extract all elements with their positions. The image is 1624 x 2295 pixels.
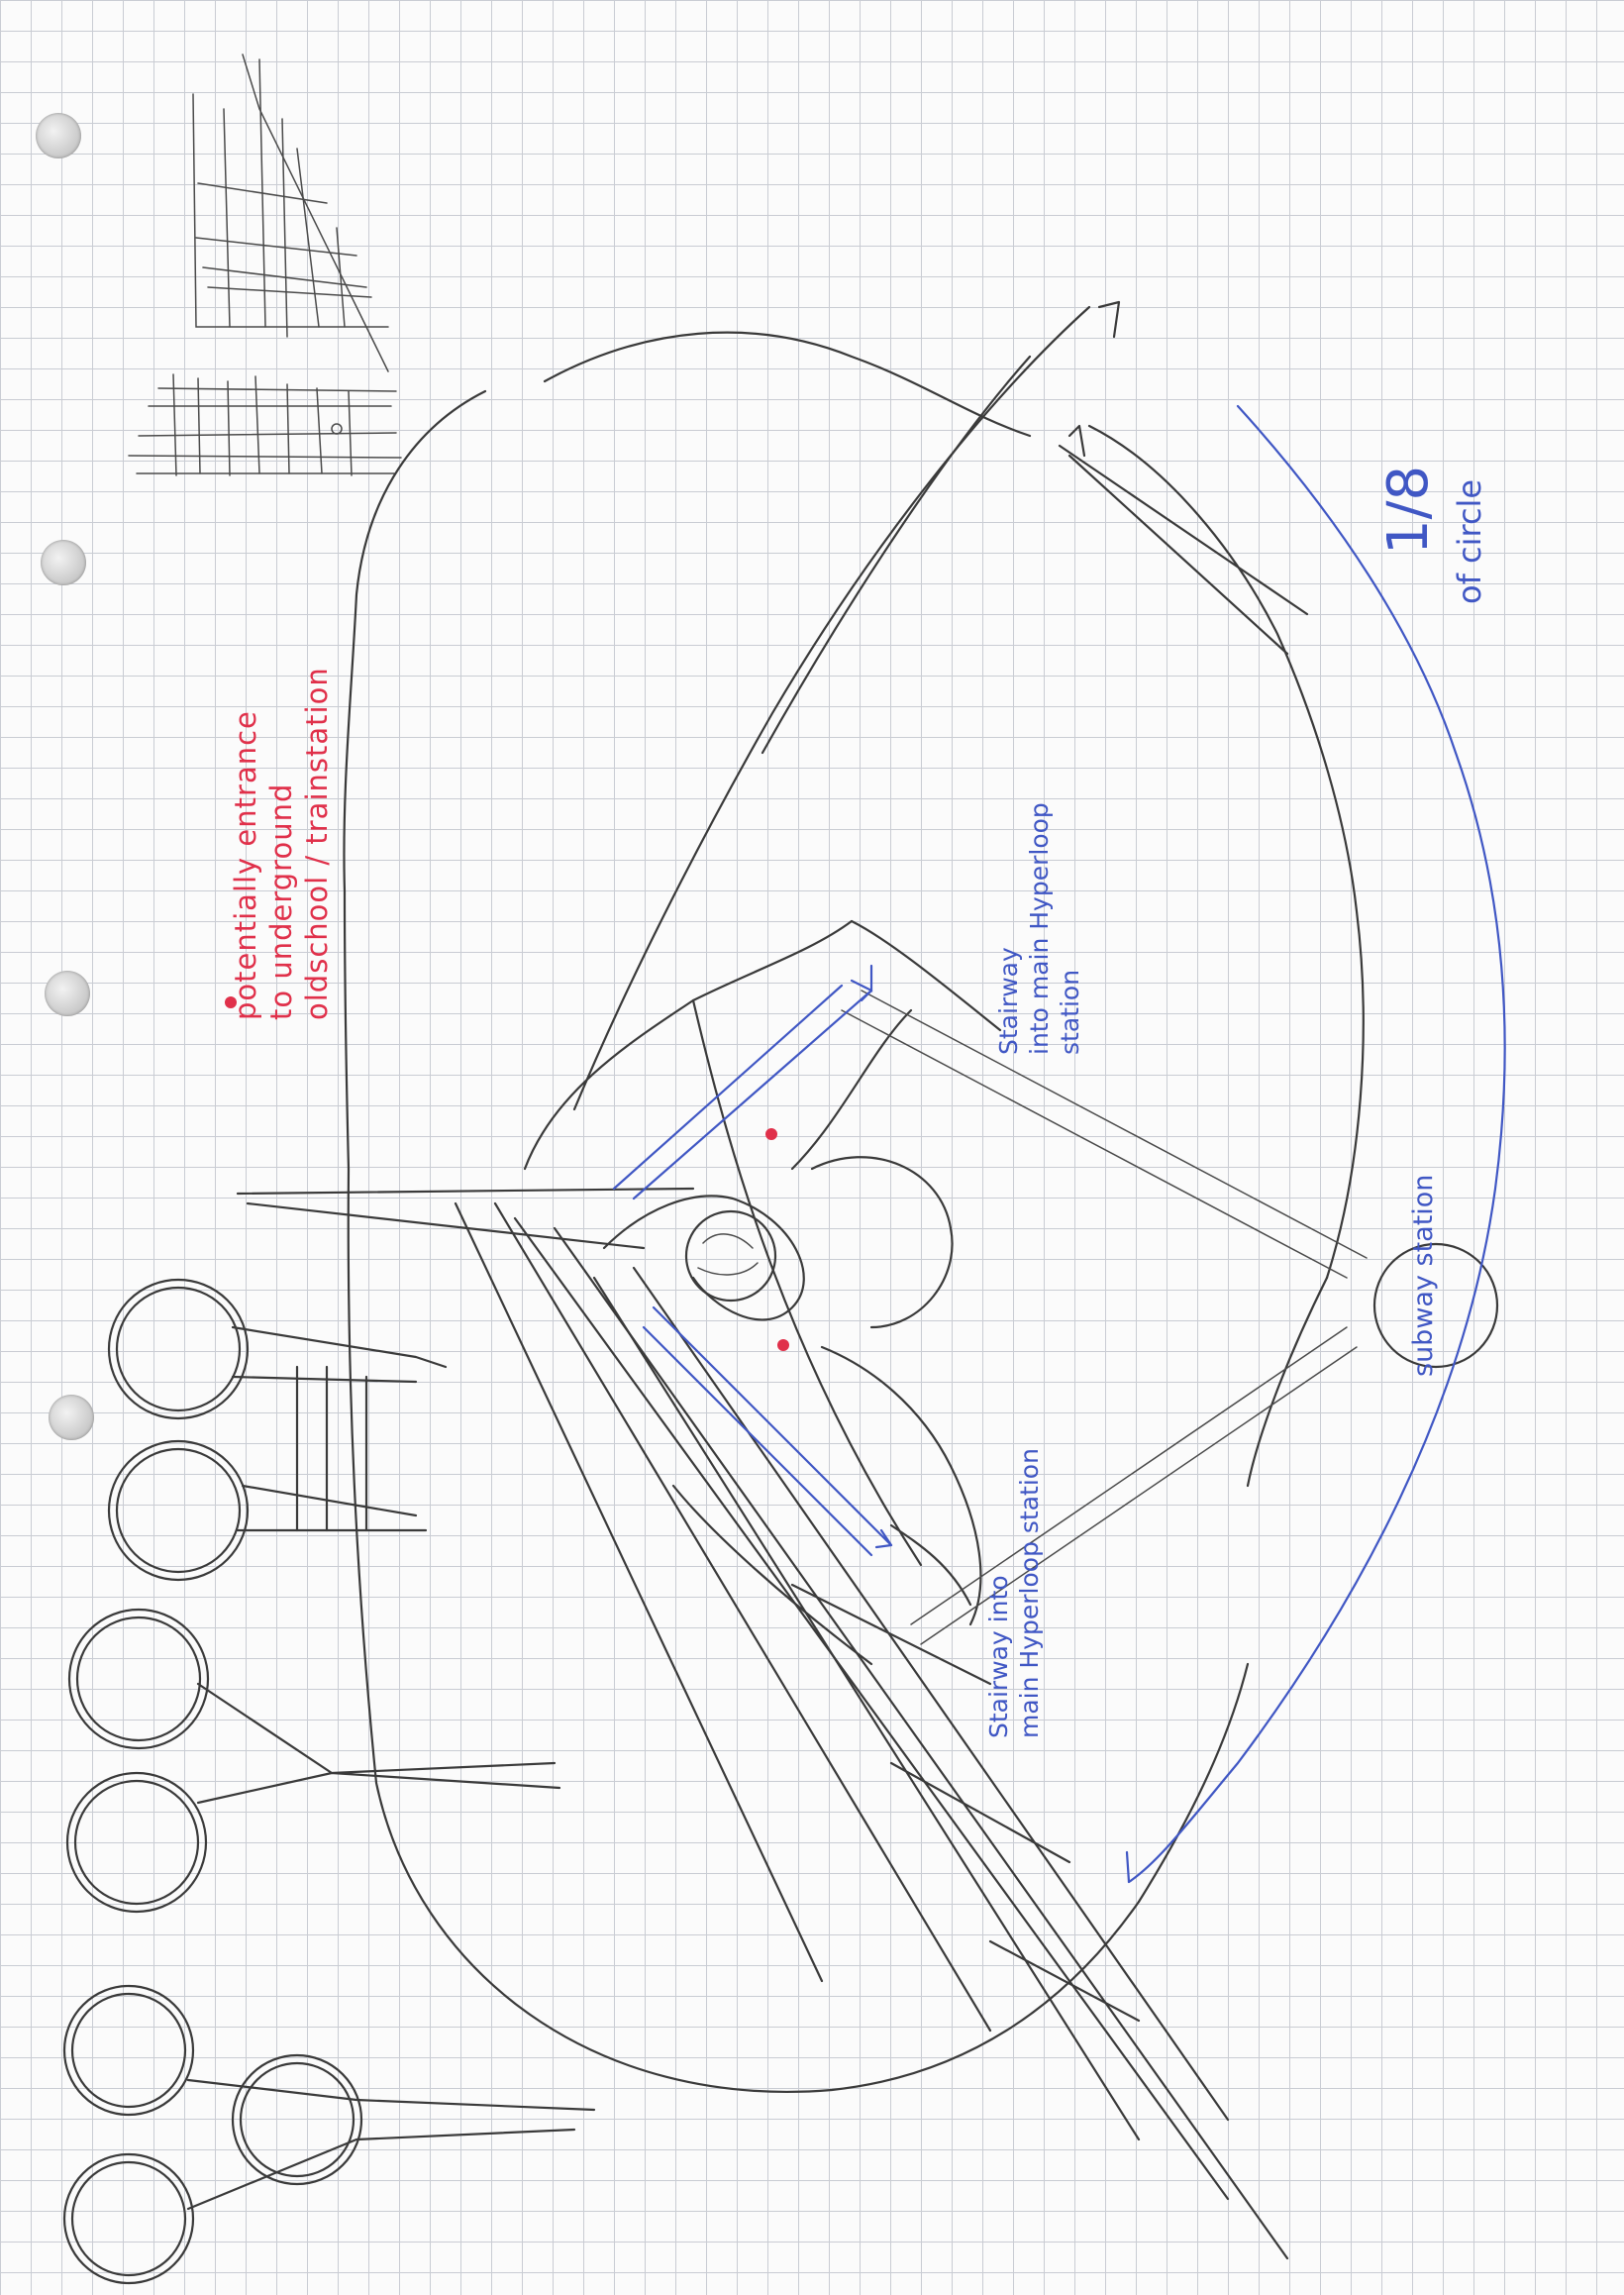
thumbnail-perspective-sketch bbox=[192, 53, 389, 372]
note-underground-line-1: potentially entrance bbox=[229, 710, 262, 1020]
stairway-upper-line-2: into main Hyperloop bbox=[1025, 802, 1054, 1055]
subway-station-text: subway station bbox=[1408, 1174, 1439, 1377]
label-of-circle: of circle bbox=[1451, 479, 1488, 604]
note-underground-entrance: potentially entrance to underground olds… bbox=[228, 667, 335, 1020]
note-stairway-upper: Stairway into main Hyperloop station bbox=[993, 802, 1085, 1055]
punch-hole-3 bbox=[45, 971, 90, 1016]
punch-hole-1 bbox=[36, 113, 81, 158]
note-stairway-lower: Stairway into main Hyperloop station bbox=[983, 1448, 1045, 1738]
connector-lines bbox=[841, 990, 1499, 1645]
tower-elevation-1 bbox=[107, 1278, 448, 1582]
red-marker-points bbox=[225, 996, 789, 1351]
main-oval-outline bbox=[343, 331, 1365, 2093]
central-station-building bbox=[523, 919, 1002, 1666]
elevated-track bbox=[236, 300, 1309, 2260]
punch-hole-2 bbox=[41, 540, 86, 585]
stairway-lower-line-2: main Hyperloop station bbox=[1015, 1448, 1044, 1738]
stairway-upper-line-1: Stairway bbox=[994, 947, 1023, 1055]
note-underground-line-2: to underground bbox=[264, 782, 298, 1020]
of-circle-text: of circle bbox=[1451, 478, 1488, 604]
blue-ink-markup bbox=[612, 404, 1506, 1884]
label-fraction: 1/8 bbox=[1376, 466, 1441, 555]
tower-elevation-2 bbox=[65, 1608, 561, 1914]
stairway-upper-line-3: station bbox=[1056, 969, 1084, 1055]
thumbnail-grid-sketch bbox=[128, 373, 402, 476]
note-underground-line-3: oldschool / trainstation bbox=[300, 667, 334, 1020]
fraction-text: 1/8 bbox=[1376, 465, 1441, 555]
tower-elevation-3 bbox=[62, 1984, 596, 2285]
stairway-lower-line-1: Stairway into bbox=[984, 1575, 1013, 1738]
label-subway-station: subway station bbox=[1408, 1175, 1439, 1377]
punch-hole-4 bbox=[49, 1395, 94, 1440]
